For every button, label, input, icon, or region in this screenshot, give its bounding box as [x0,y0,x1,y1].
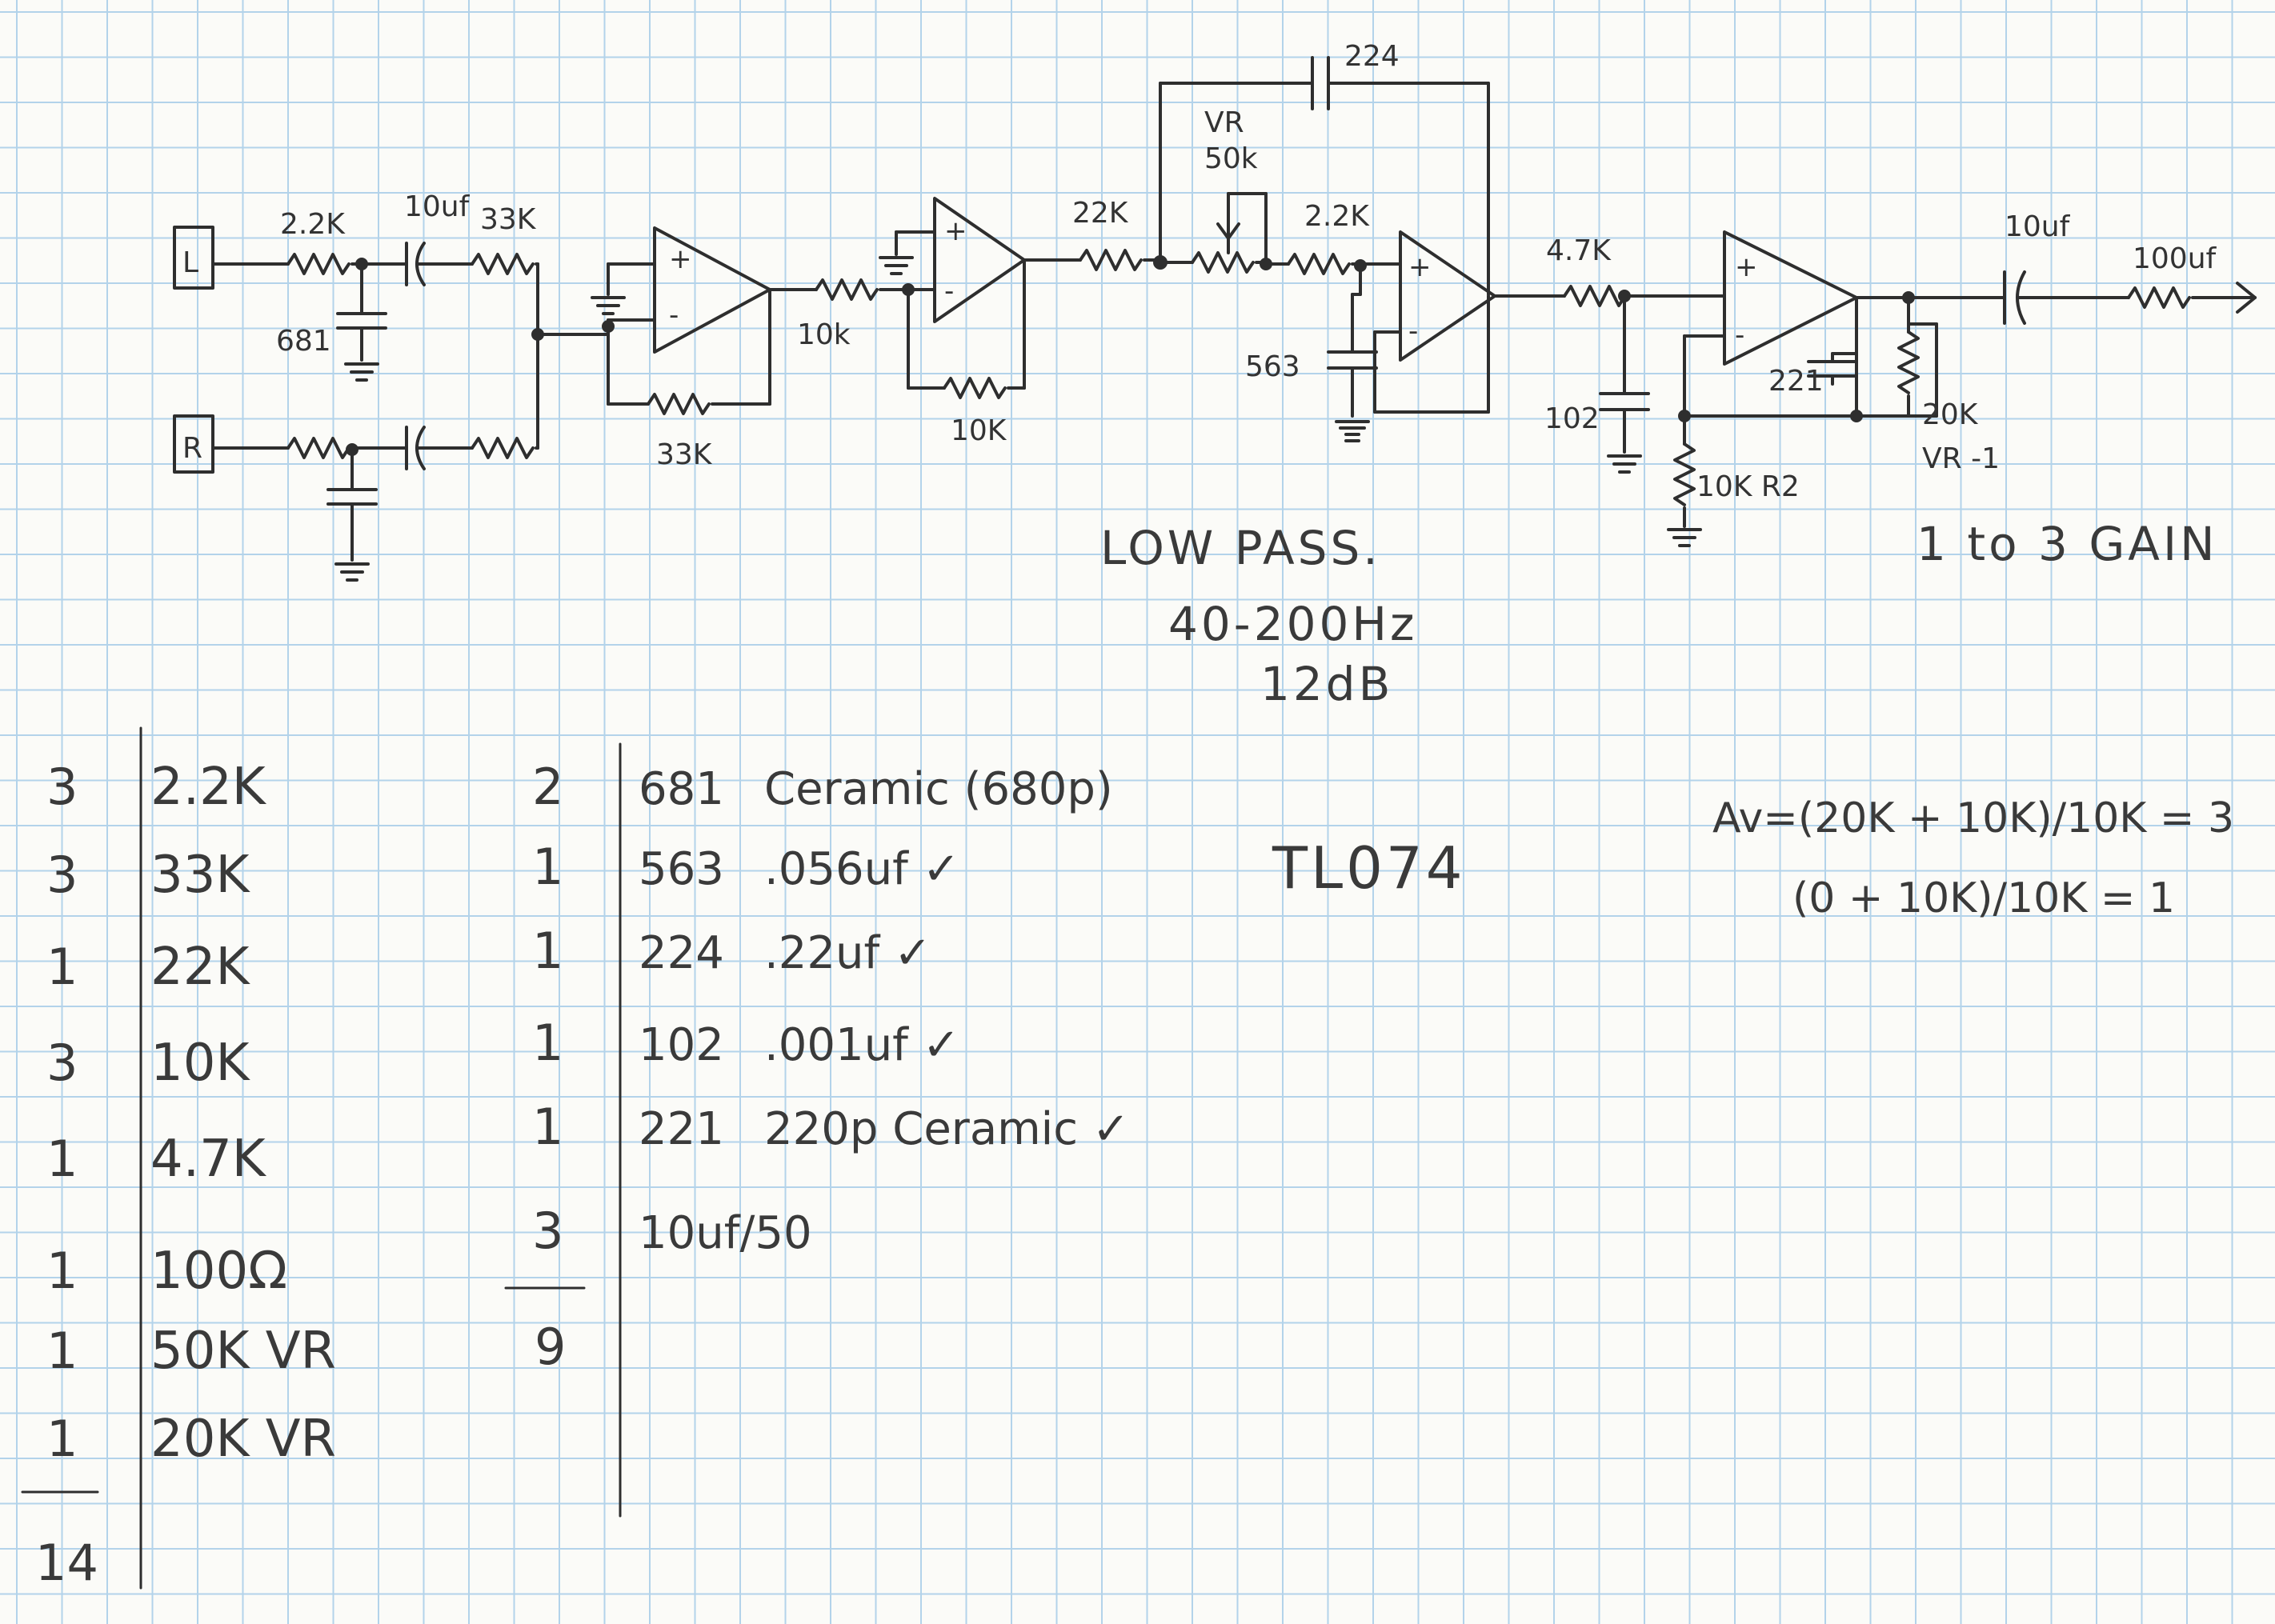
resistor-out [2127,286,2191,309]
resistor-22k [1079,249,1143,271]
resistor-value: 2.2K [150,758,267,817]
gain-equation-1: Av=(20K + 10K)/10K = 3 [1712,794,2234,842]
opamp-4-plus: + [1735,251,1758,283]
input-r [173,414,539,582]
capacitor-desc: Ceramic (680p) [764,763,1113,815]
resistor-10k-r2 [1673,442,1696,506]
label-r-fb2: 10K [951,414,1007,447]
resistor-qty: 1 [46,1322,78,1380]
capacitor-code: 221 [639,1103,724,1155]
label-c-221: 221 [1768,365,1824,398]
resistor-4k7 [1563,285,1627,307]
resistor-value: 20K VR [150,1410,336,1469]
label-r-out-f: 4.7K [1546,234,1612,267]
resistor-33k-l [471,253,535,275]
label-r-in2: 10k [797,318,851,351]
opamp-4 [1667,230,1938,547]
opamp-3-plus: + [1408,251,1432,283]
capacitor-desc: 220p Ceramic ✓ [764,1103,1130,1155]
opamp-3-minus: - [1408,315,1418,347]
label-vr1-name: VR -1 [1922,442,2000,475]
label-c-102: 102 [1544,402,1600,435]
resistor-33k-r [471,437,535,459]
resistor-list: 3 2.2K 3 33K 1 22K 3 10K 1 4.7K 1 100Ω 1 50K VR 1 20K V… [21,726,336,1592]
input-l-label: L [182,246,198,279]
capacitor-qty: 3 [532,1202,563,1260]
label-r2: 10K R2 [1696,470,1800,503]
resistor-value: 100Ω [150,1242,287,1301]
capacitor-code: 224 [639,927,724,979]
label-vr-value: 50k [1204,142,1258,175]
resistor-value: 50K VR [150,1322,336,1381]
opamp-2 [879,197,1026,399]
label-r-lp1: 22K [1072,197,1129,230]
label-c-fb: 224 [1344,40,1400,73]
resistor-qty: 1 [46,1410,78,1468]
resistor-qty: 1 [46,938,78,996]
label-cap-out: 10uf [2005,210,2071,243]
capacitor-total: 9 [535,1318,566,1376]
resistor-total: 14 [35,1534,98,1592]
resistor-10k-fb2 [943,377,1007,399]
resistor-33k-fb1 [647,393,711,415]
resistor-qty: 3 [46,846,78,904]
gain-note: 1 to 3 GAIN [1917,517,2217,571]
gain-equation-2: (0 + 10K)/10K = 1 [1792,874,2175,922]
capacitor-code: 10uf/50 [639,1207,812,1259]
capacitor-code: 563 [639,843,724,895]
input-l [173,226,539,382]
resistor-qty: 3 [46,1034,78,1092]
label-vr1-value: 20K [1922,398,1979,431]
resistor-value: 33K [150,846,250,905]
annotations: LOW PASS. 40-200Hz 12dB 1 to 3 GAIN TL07… [1100,517,2234,922]
capacitor-desc: .056uf ✓ [764,843,960,895]
capacitor-list: 2 681 Ceramic (680p) 1 563 .056uf ✓ 1 224 .22uf … [504,742,1130,1518]
opamp-3 [1373,230,1496,414]
resistor-value: 4.7K [150,1130,267,1189]
lowpass-range: 40-200Hz [1168,597,1418,651]
opamp-1-plus: + [669,243,692,275]
resistor-value: 10K [150,1034,250,1093]
label-r-fb1: 33K [656,438,713,471]
schematic [173,56,2257,582]
resistor-2k2-l [286,253,350,275]
lowpass-title: LOW PASS. [1100,521,1381,575]
capacitor-desc: .001uf ✓ [764,1019,960,1071]
opamp-1-minus: - [669,299,679,331]
label-vr-title: VR [1204,106,1244,139]
resistor-2k2-lp [1287,253,1351,275]
input-r-label: R [182,432,202,465]
opamp-2-minus: - [944,275,954,307]
resistor-10k-in [815,278,879,301]
label-r-in-l: 2.2K [280,208,346,241]
vr-50k [1191,251,1255,274]
capacitor-code: 102 [639,1019,724,1071]
label-r-sum: 33K [480,203,537,236]
capacitor-qty: 2 [532,758,563,816]
resistor-qty: 1 [46,1130,78,1188]
capacitor-qty: 1 [532,1098,563,1156]
resistor-qty: 1 [46,1242,78,1300]
capacitor-qty: 1 [532,922,563,980]
capacitor-qty: 1 [532,838,563,896]
label-r-lp2: 2.2K [1304,200,1370,233]
resistor-2k2-r [286,437,350,459]
lowpass-slope: 12dB [1260,657,1393,711]
capacitor-desc: .22uf ✓ [764,927,931,979]
capacitor-qty: 1 [532,1014,563,1072]
resistor-value: 22K [150,938,250,997]
label-cap-in: 10uf [404,190,471,223]
resistor-qty: 3 [46,758,78,816]
label-r-out: 100uf [2133,242,2217,275]
opamp-1 [591,226,771,415]
opamp-4-minus: - [1735,319,1744,351]
vr1-20k [1897,330,1920,394]
label-c-in: 681 [276,325,331,358]
capacitor-code: 681 [639,763,724,815]
label-c-gnd: 563 [1245,350,1300,383]
opamp-2-plus: + [944,215,967,247]
schematic-labels: L R 2.2K 10uf 33K 681 33K 10k 10K 22K VR… [182,40,2217,503]
chip-label: TL074 [1272,834,1466,902]
